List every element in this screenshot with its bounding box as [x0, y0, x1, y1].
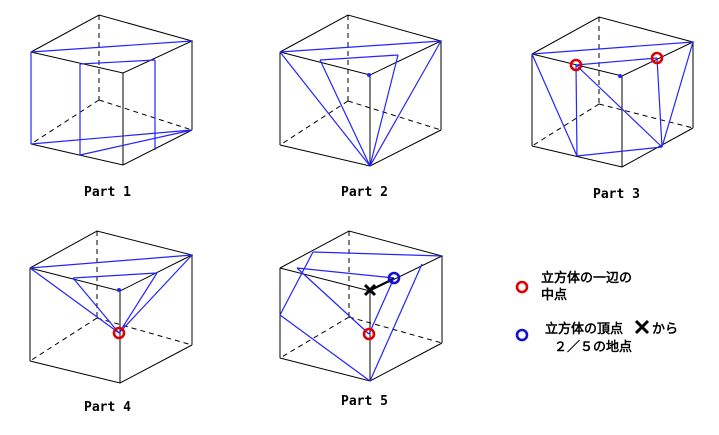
legend-red-line-2: 中点	[541, 287, 567, 303]
cube-part-1: Part 1	[30, 14, 194, 200]
legend-red-line-1: 立方体の一辺の	[541, 270, 632, 286]
legend: 立方体の一辺の 中点 立方体の頂点 から ２／５の地点	[515, 270, 678, 355]
legend-blue-line-1-suffix: から	[652, 322, 678, 337]
two-fifths-marker	[387, 271, 401, 285]
midpoint-marker	[569, 58, 583, 72]
cube-part-4: Part 4	[29, 230, 194, 415]
cube-part-3: Part 3	[531, 16, 695, 202]
part-5-label: Part 5	[341, 394, 388, 409]
cube-part-2: Part 2	[279, 14, 443, 200]
section-lines-part-1	[30, 40, 193, 156]
section-lines-part-4	[29, 254, 193, 334]
vertex-x-marker	[363, 283, 377, 297]
midpoint-marker	[650, 51, 664, 65]
part-1-label: Part 1	[84, 185, 131, 200]
cube-part-5: Part 5	[279, 230, 444, 409]
vertex-dot	[117, 288, 121, 292]
legend-blue-line-1: 立方体の頂点	[545, 321, 623, 337]
part-2-label: Part 2	[341, 185, 388, 200]
section-lines-part-3	[531, 41, 694, 157]
legend-x-icon	[634, 319, 650, 335]
vertex-dot	[618, 74, 622, 78]
midpoint-marker	[362, 327, 376, 341]
part-4-label: Part 4	[84, 400, 131, 415]
midpoint-marker	[112, 326, 126, 340]
legend-blue-line-2: ２／５の地点	[554, 339, 632, 355]
section-lines-part-5	[279, 251, 443, 382]
vertex-dot	[367, 73, 371, 77]
part-3-label: Part 3	[593, 187, 640, 202]
section-lines-part-2	[279, 40, 442, 167]
legend-red-circle	[515, 280, 529, 294]
legend-blue-circle	[515, 328, 529, 342]
